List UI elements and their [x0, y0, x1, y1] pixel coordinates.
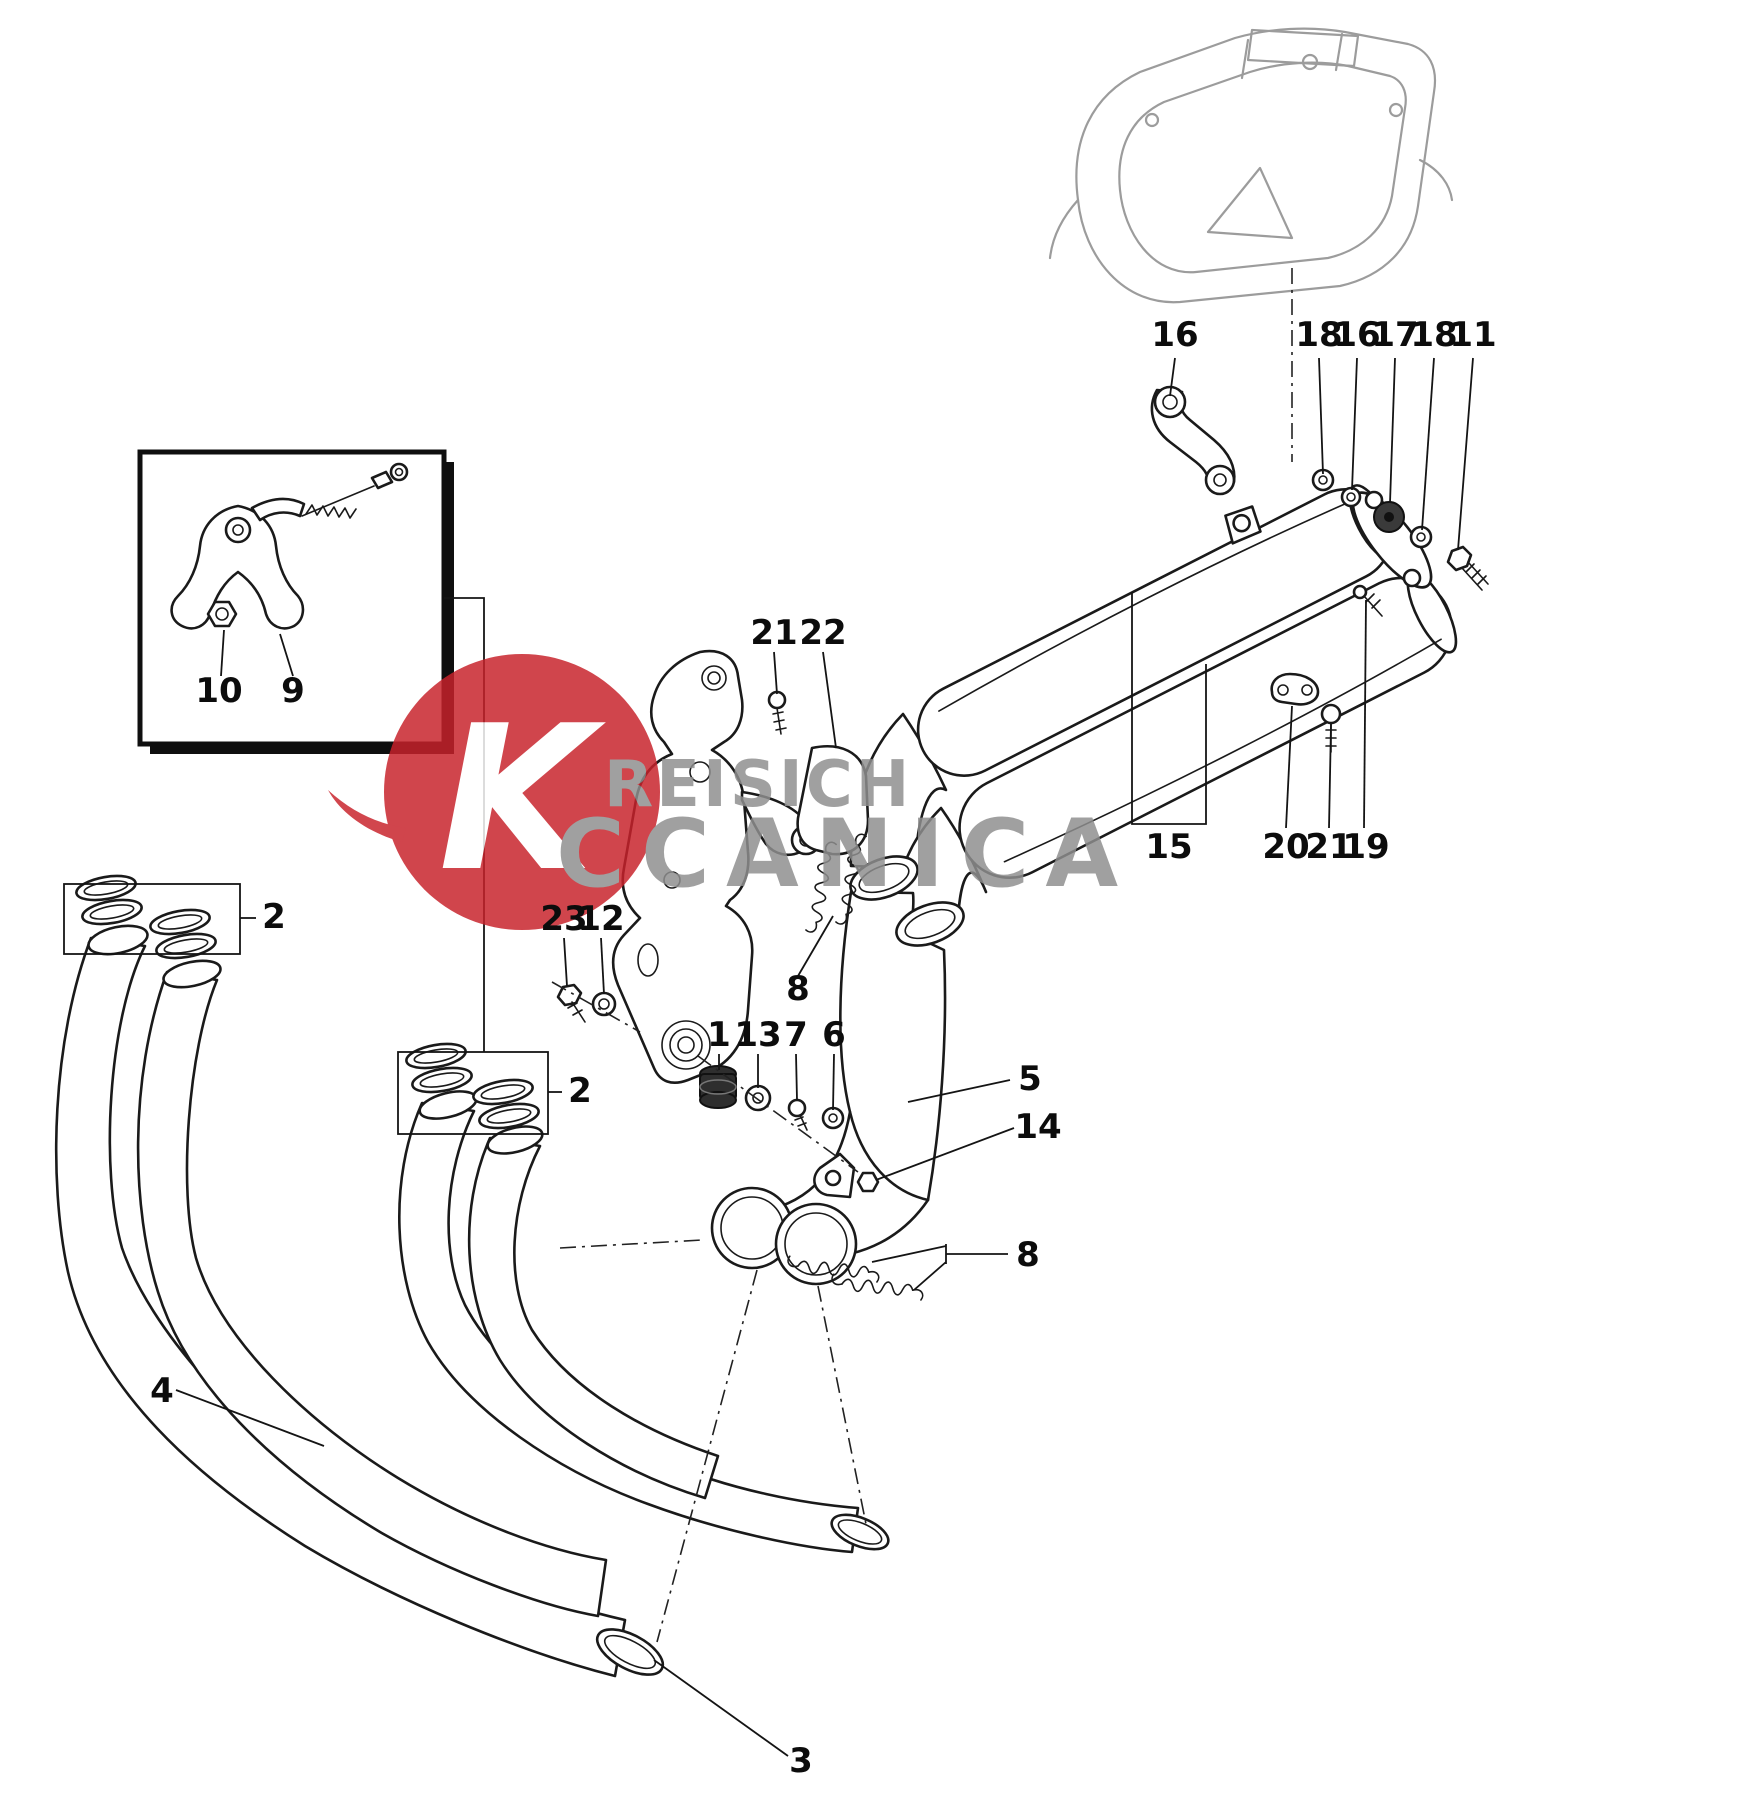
fork-part-9	[170, 504, 305, 630]
inset-spring	[305, 504, 357, 519]
callout-21-b: 21	[1305, 827, 1352, 867]
link-arm-eye-bottom	[1204, 464, 1236, 496]
washer-12	[591, 991, 617, 1017]
callout-18-a: 18	[1295, 315, 1342, 355]
pipe-mouth-b	[162, 959, 222, 989]
inset-detail-box	[137, 449, 454, 754]
callout-1: 1	[707, 1015, 731, 1055]
callout-9: 9	[281, 671, 305, 711]
knurled-bush-center	[1384, 512, 1394, 522]
watermark-logo-letter: K	[439, 683, 607, 916]
callout-21-a: 21	[750, 613, 797, 653]
silencer-assembly	[710, 385, 1489, 1286]
screw-21b-head	[1320, 703, 1342, 725]
link-arm-eye-top	[1153, 385, 1187, 419]
callout-6: 6	[822, 1015, 846, 1055]
inset-washer	[389, 462, 409, 482]
header-pipes	[54, 874, 890, 1678]
callout-16-a: 16	[1151, 315, 1198, 355]
callout-7: 7	[784, 1015, 808, 1055]
bolt-7	[787, 1098, 807, 1118]
callout-20: 20	[1262, 827, 1309, 867]
washer-16b	[1340, 486, 1362, 508]
watermark-text-line2: CCANICA	[556, 800, 1134, 909]
watermark-logo-disc	[384, 654, 660, 930]
clamp-nut	[856, 1171, 880, 1193]
screw-11	[1446, 545, 1473, 572]
callout-8-a: 8	[786, 969, 810, 1009]
callout-labels: 16 18 16 17 18 11 21 22 10 9 15 20 21 19…	[150, 315, 1497, 1781]
callout-5: 5	[1018, 1059, 1042, 1099]
bolt-18b	[1409, 525, 1433, 549]
bolt-23-head	[556, 983, 583, 1007]
header-pipe-2	[136, 970, 608, 1618]
clamp-tab-hole	[824, 1169, 842, 1187]
nut-10	[206, 600, 238, 628]
callout-leaders	[63, 357, 1474, 1757]
spring-bottom-b	[830, 1273, 925, 1301]
collector-end-2	[830, 1513, 890, 1551]
callout-10: 10	[195, 671, 242, 711]
stud-19	[1352, 584, 1368, 600]
exhaust-gaskets	[75, 874, 540, 1130]
callout-2-b: 2	[568, 1071, 592, 1111]
link-pipe-stub-b	[895, 901, 965, 947]
callout-2-a: 2	[262, 897, 286, 937]
small-parts	[551, 831, 925, 1643]
callout-16-b: 16	[1333, 315, 1380, 355]
mounting-bracket-plate	[556, 649, 870, 1084]
bolt-21a-head	[767, 690, 787, 710]
callout-17: 17	[1371, 315, 1418, 355]
link-pipe-outlet-b	[774, 1202, 858, 1286]
mount-plate-hole-top	[1364, 490, 1384, 510]
callout-14: 14	[1014, 1107, 1061, 1147]
callout-12: 12	[577, 899, 624, 939]
callout-3: 3	[789, 1741, 813, 1781]
callout-8-b: 8	[1016, 1235, 1040, 1275]
callout-18-b: 18	[1410, 315, 1457, 355]
callout-15: 15	[1145, 827, 1192, 867]
callout-11: 11	[1449, 315, 1496, 355]
inset-bolt-head	[370, 470, 394, 490]
strap-20	[1270, 672, 1320, 706]
mount-plate-hole-bottom	[1402, 568, 1422, 588]
watermark-text-line1: REISICH	[604, 748, 912, 822]
link-pipe-stub-a	[849, 855, 919, 901]
watermark-logo-tail	[328, 790, 406, 842]
collector-end-3	[595, 1628, 665, 1676]
pipe-mouth-a	[87, 924, 149, 956]
header-pipe-3	[398, 1101, 860, 1554]
washer-6	[821, 1106, 845, 1130]
callout-22: 22	[799, 613, 846, 653]
watermark: K REISICH CCANICA	[328, 654, 1134, 930]
callout-19: 19	[1342, 827, 1389, 867]
luggage-rack	[1048, 27, 1454, 304]
callout-23: 23	[540, 899, 587, 939]
header-pipe-1	[54, 936, 627, 1678]
callout-4: 4	[150, 1371, 174, 1411]
callout-13: 13	[734, 1015, 781, 1055]
hanger-tab-hole	[1232, 513, 1251, 533]
header-pipe-4	[467, 1136, 720, 1500]
